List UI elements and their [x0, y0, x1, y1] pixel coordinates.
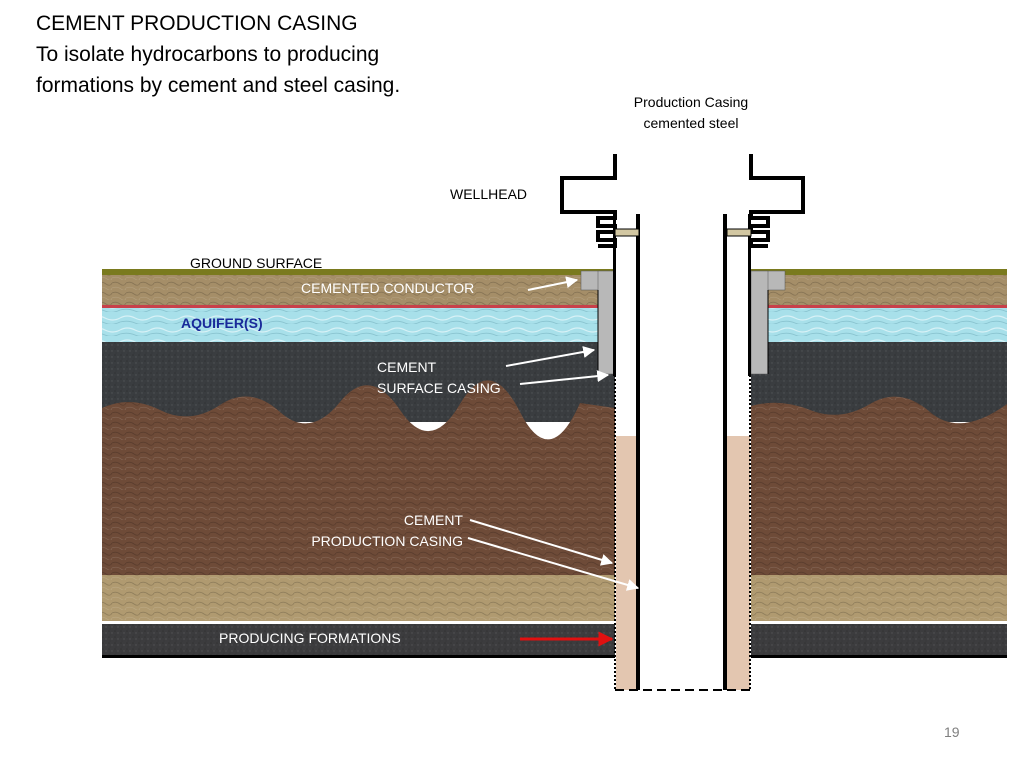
producing-formations-label: PRODUCING FORMATIONS [219, 630, 401, 646]
cement-surface-casing-label-line2: SURFACE CASING [377, 380, 501, 396]
arrow-surface-casing-2 [519, 370, 610, 385]
aquifers-label: AQUIFER(S) [181, 315, 263, 331]
production-casing-label: Production Casing cemented steel [612, 92, 770, 134]
ground-surface-left [102, 269, 615, 275]
wellhead-right [749, 154, 805, 248]
production-casing-right [723, 214, 727, 690]
surface-casing-left [613, 214, 616, 376]
arrow-production-casing-2 [467, 537, 640, 591]
left-strata [102, 269, 615, 658]
right-strata [751, 269, 1007, 658]
cemented-conductor-label: CEMENTED CONDUCTOR [301, 280, 475, 296]
surface-casing-cement-right [750, 270, 769, 375]
title-line-1: CEMENT PRODUCTION CASING [36, 12, 358, 35]
cement-production-casing-label: CEMENT PRODUCTION CASING [311, 510, 463, 552]
arrow-surface-casing-1 [505, 346, 596, 367]
production-casing-label-line1: Production Casing [633, 94, 749, 110]
red-line-right [751, 305, 1007, 308]
wellhead-seal-right [726, 228, 752, 237]
ground-surface-label: GROUND SURFACE [190, 255, 323, 271]
red-line-left [102, 305, 615, 308]
title-line-3: formations by cement and steel casing. [36, 74, 401, 97]
cement-production-casing-label-line2: PRODUCTION CASING [311, 533, 463, 549]
arrow-cemented-conductor [527, 276, 579, 291]
arrow-production-casing-1 [469, 519, 614, 566]
surface-casing-cement-left [597, 270, 616, 375]
wellhead-left [560, 154, 617, 248]
wellhead-label: WELLHEAD [450, 186, 528, 202]
slide-title: CEMENT PRODUCTION CASING To isolate hydr… [36, 8, 400, 101]
wellhead-seal-left [614, 228, 640, 237]
page-number: 19 [944, 724, 960, 740]
surface-casing-right [748, 214, 751, 376]
cement-annulus-right [726, 436, 750, 690]
production-casing-left [636, 214, 640, 690]
production-casing-label-line2: cemented steel [643, 115, 739, 131]
title-line-2: To isolate hydrocarbons to producing [36, 43, 380, 66]
cement-production-casing-label-line1: CEMENT [403, 512, 463, 528]
ground-surface-right [751, 269, 1007, 275]
cement-surface-casing-label: CEMENT SURFACE CASING [377, 357, 501, 399]
cement-surface-casing-label-line1: CEMENT [377, 359, 437, 375]
cement-annulus-left [616, 436, 637, 690]
